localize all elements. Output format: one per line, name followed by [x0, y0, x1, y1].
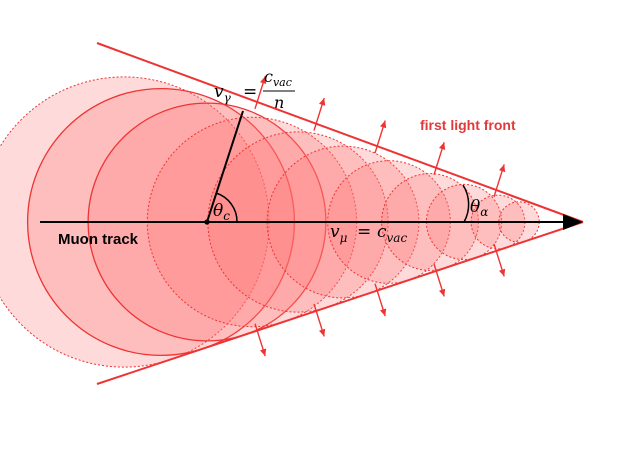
propagation-arrowhead [439, 288, 446, 297]
svg-text:cvac: cvac [264, 67, 292, 89]
propagation-arrowhead [499, 164, 506, 173]
photon-speed-lhs: v [214, 82, 224, 102]
svg-text:cvac: cvac [377, 222, 407, 245]
muon-track-arrowhead [563, 214, 583, 230]
photon-speed-denominator: n [274, 93, 284, 112]
cherenkov-angle-label: θc [213, 201, 230, 223]
muon-speed-lhs-sub: μ [340, 231, 348, 245]
cherenkov-angle-sub: c [223, 209, 230, 223]
photon-speed-formula: vγ = cvac n [214, 67, 295, 112]
cone-upper-edge [96, 42, 584, 223]
propagation-arrows [254, 76, 506, 357]
photon-speed-lhs-sub: γ [224, 91, 232, 105]
muon-speed-lhs: v [330, 222, 340, 242]
svg-text:vμ: vμ [330, 222, 348, 245]
propagation-arrowhead [380, 120, 387, 129]
propagation-arrowhead [319, 328, 326, 337]
cone-lower-edge [96, 221, 584, 385]
propagation-arrowhead [319, 98, 326, 106]
first-light-front-label: first light front [420, 117, 516, 133]
propagation-arrowhead [260, 76, 267, 84]
front-angle-label: θα [470, 197, 488, 219]
emission-point [204, 219, 210, 225]
muon-speed-rhs-sub: vac [387, 231, 408, 245]
front-angle-sub: α [480, 205, 488, 219]
front-angle-arc [462, 184, 470, 223]
cherenkov-angle-arc [215, 192, 238, 223]
muon-speed-rhs: c [377, 222, 387, 242]
photon-ray [206, 110, 244, 223]
svg-text:vγ: vγ [214, 82, 232, 105]
propagation-arrowhead [439, 142, 446, 150]
photon-speed-numerator-sub: vac [273, 76, 292, 89]
muon-speed-formula: vμ = cvac [330, 222, 407, 245]
propagation-arrowhead [380, 308, 387, 317]
photon-speed-equals: = [243, 82, 257, 102]
propagation-arrowhead [260, 348, 267, 357]
cherenkov-angle-symbol: θ [213, 201, 223, 221]
muon-speed-equals: = [357, 222, 371, 242]
propagation-arrowhead [499, 268, 506, 277]
muon-track-label: Muon track [58, 231, 139, 248]
front-angle-symbol: θ [470, 197, 480, 217]
photon-speed-numerator: c [264, 67, 273, 86]
